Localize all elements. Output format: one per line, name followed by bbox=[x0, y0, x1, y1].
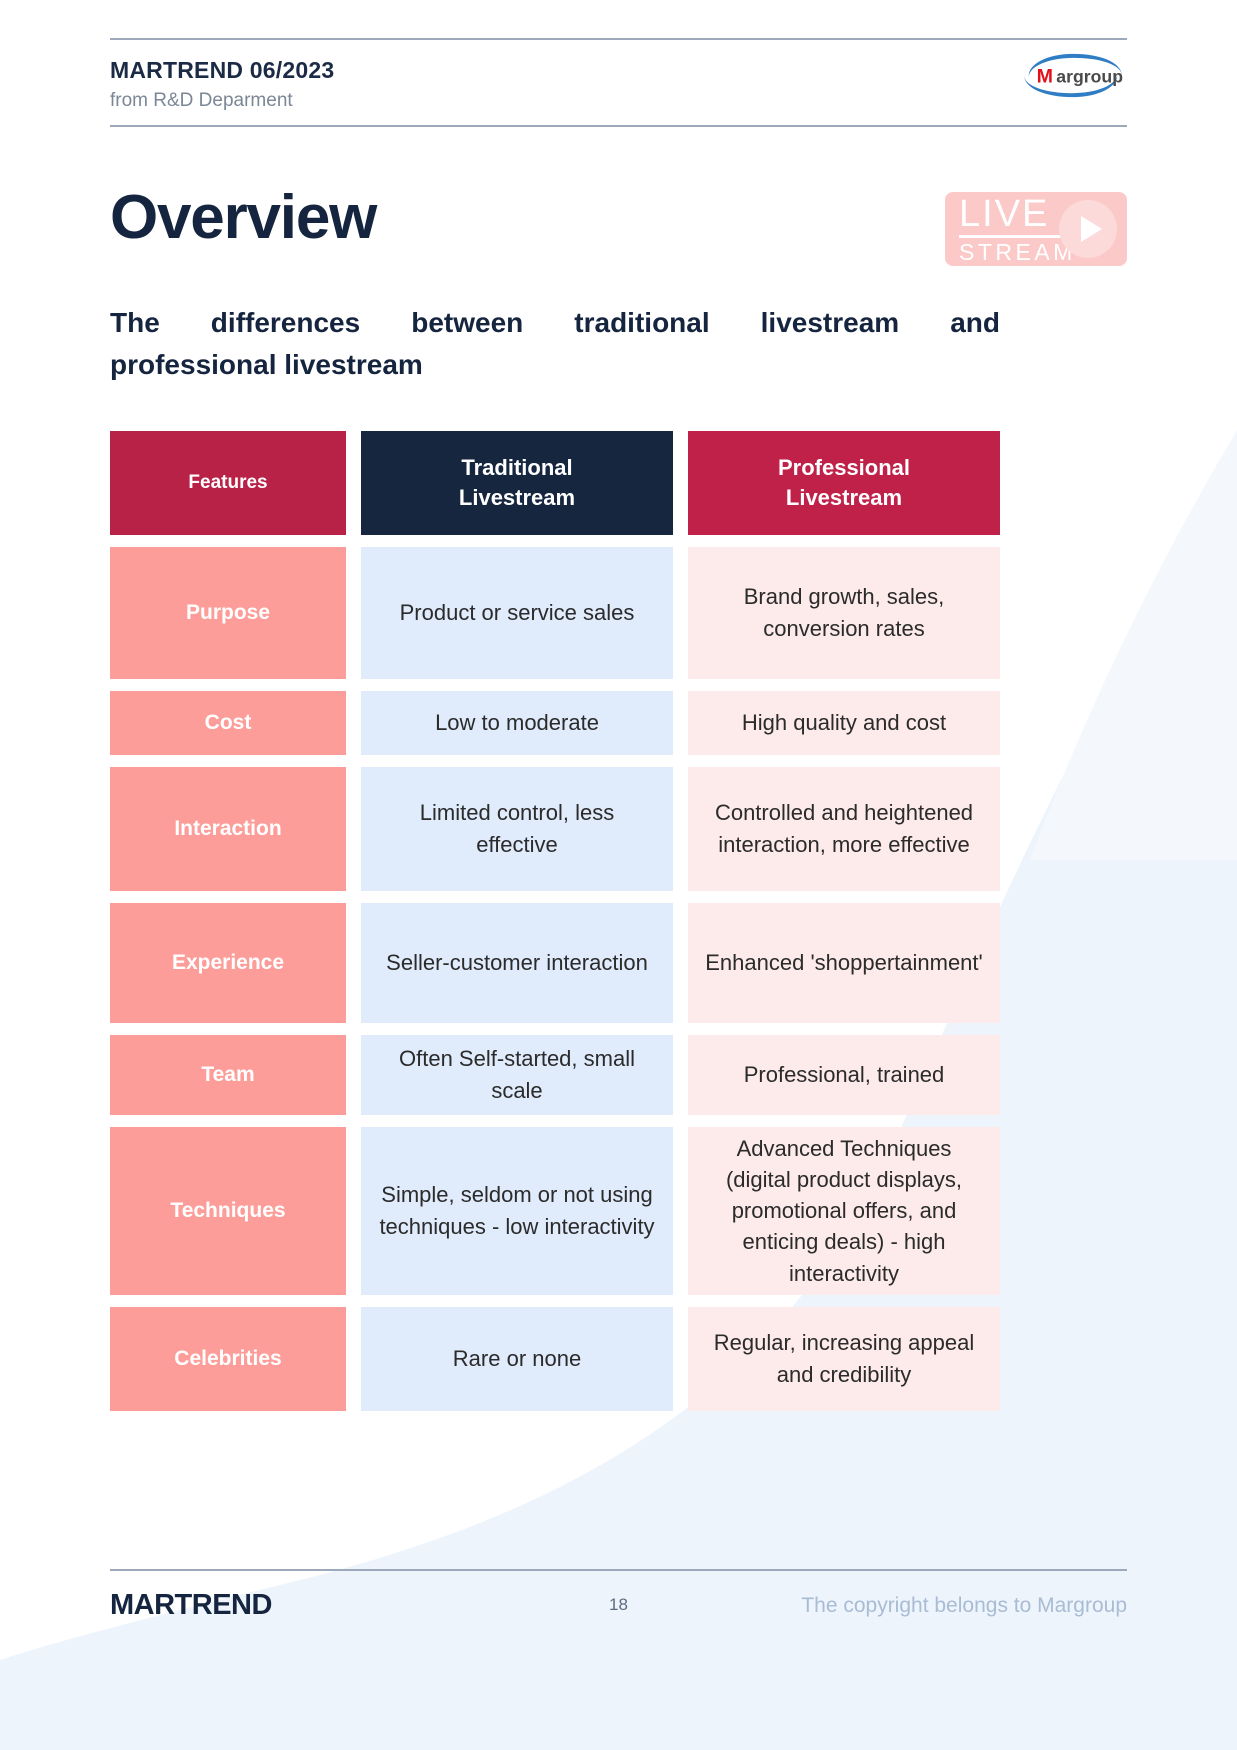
traditional-value: Often Self-started, small scale bbox=[361, 1034, 673, 1115]
column-header-features: Features bbox=[110, 430, 346, 535]
table-row: Team Often Self-started, small scale Pro… bbox=[110, 1034, 1127, 1115]
traditional-value: Product or service sales bbox=[361, 546, 673, 679]
page-subtitle-line2: professional livestream bbox=[110, 348, 423, 380]
slide-header: MARTREND 06/2023 from R&D Deparment M ar… bbox=[110, 0, 1127, 128]
slide-footer: MARTREND 18 The copyright belongs to Mar… bbox=[110, 1569, 1127, 1622]
column-header-professional-line1: Professional bbox=[777, 455, 911, 481]
traditional-value: Rare or none bbox=[361, 1306, 673, 1411]
live-label: LIVE bbox=[959, 195, 1076, 238]
table-row: Celebrities Rare or none Regular, increa… bbox=[110, 1306, 1127, 1411]
page-subtitle-line1: The differences between traditional live… bbox=[110, 307, 1000, 339]
table-row: Purpose Product or service sales Brand g… bbox=[110, 546, 1127, 679]
page-title: Overview bbox=[110, 183, 377, 253]
column-header-traditional-line1: Traditional bbox=[461, 455, 573, 481]
play-icon bbox=[1059, 200, 1117, 259]
header-divider-top bbox=[110, 38, 1127, 40]
header-subtitle: from R&D Deparment bbox=[110, 89, 293, 111]
table-row: Experience Seller-customer interaction E… bbox=[110, 902, 1127, 1023]
page-subtitle: The differences between traditional live… bbox=[110, 302, 1000, 384]
live-stream-badge: LIVE STREAM bbox=[945, 192, 1127, 267]
feature-label: Experience bbox=[110, 902, 346, 1023]
header-divider-bottom bbox=[110, 125, 1127, 128]
traditional-value: Seller-customer interaction bbox=[361, 902, 673, 1023]
professional-value: Enhanced 'shoppertainment' bbox=[688, 902, 1000, 1023]
feature-label: Purpose bbox=[110, 546, 346, 679]
footer-brand: MARTREND bbox=[110, 1589, 272, 1621]
hero-row: Overview LIVE STREAM bbox=[110, 183, 1127, 267]
professional-value: Brand growth, sales, conversion rates bbox=[688, 546, 1000, 679]
table-row: Interaction Limited control, less effect… bbox=[110, 766, 1127, 891]
column-header-traditional-line2: Livestream bbox=[458, 484, 576, 510]
feature-label: Techniques bbox=[110, 1126, 346, 1295]
professional-value: Regular, increasing appeal and credibili… bbox=[688, 1306, 1000, 1411]
professional-value: Advanced Techniques (digital product dis… bbox=[688, 1126, 1000, 1295]
feature-label: Celebrities bbox=[110, 1306, 346, 1411]
table-row: Techniques Simple, seldom or not using t… bbox=[110, 1126, 1127, 1295]
feature-label: Interaction bbox=[110, 766, 346, 891]
traditional-value: Limited control, less effective bbox=[361, 766, 673, 891]
traditional-value: Simple, seldom or not using techniques -… bbox=[361, 1126, 673, 1295]
header-title: MARTREND 06/2023 bbox=[110, 57, 335, 83]
svg-text:argroup: argroup bbox=[1056, 66, 1123, 86]
professional-value: Controlled and heightened interaction, m… bbox=[688, 766, 1000, 891]
traditional-value: Low to moderate bbox=[361, 690, 673, 755]
footer-copyright: The copyright belongs to Margroup bbox=[801, 1593, 1127, 1617]
column-header-professional-line2: Livestream bbox=[785, 484, 903, 510]
svg-text:M: M bbox=[1037, 65, 1053, 87]
professional-value: High quality and cost bbox=[688, 690, 1000, 755]
feature-label: Cost bbox=[110, 690, 346, 755]
feature-label: Team bbox=[110, 1034, 346, 1115]
margroup-logo: M argroup bbox=[1019, 50, 1127, 102]
table-row: Cost Low to moderate High quality and co… bbox=[110, 690, 1127, 755]
footer-divider bbox=[110, 1569, 1127, 1571]
professional-value: Professional, trained bbox=[688, 1034, 1000, 1115]
page-number: 18 bbox=[609, 1595, 628, 1614]
stream-label: STREAM bbox=[959, 238, 1076, 265]
